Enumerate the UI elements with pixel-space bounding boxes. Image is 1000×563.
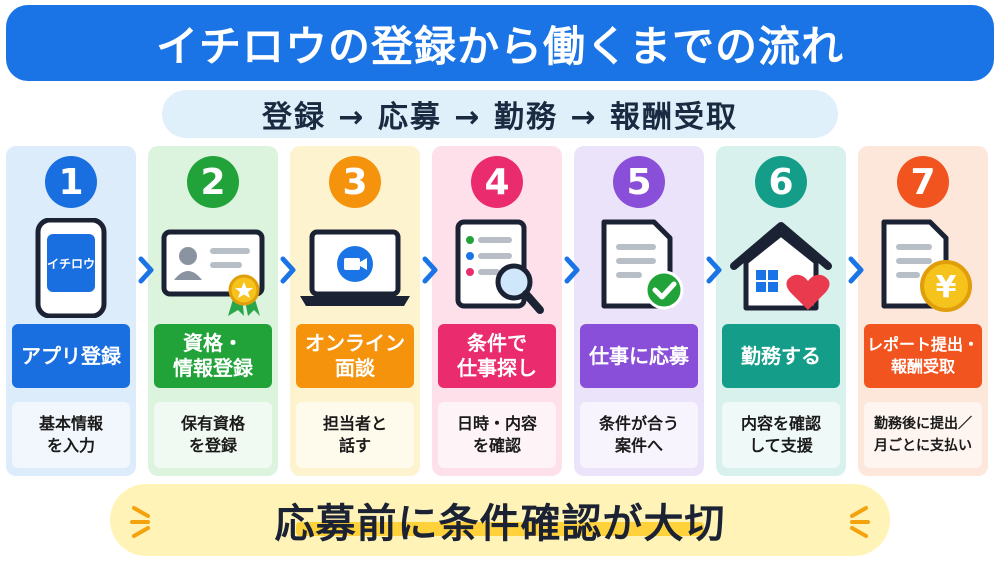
step-number-badge: 3 bbox=[329, 156, 381, 208]
step-label: 仕事に応募 bbox=[580, 324, 698, 388]
step-description: 勤務後に提出／ 月ごとに支払い bbox=[864, 402, 982, 468]
report-yen-icon: ¥ bbox=[858, 218, 988, 318]
step-number-badge: 4 bbox=[471, 156, 523, 208]
step-label: 資格・ 情報登録 bbox=[154, 324, 272, 388]
title-bar: イチロウの登録から働くまでの流れ bbox=[6, 5, 994, 81]
chevron-right-icon bbox=[280, 256, 296, 284]
smartphone-icon: イチロウ bbox=[6, 218, 136, 318]
id-card-award-icon bbox=[148, 218, 278, 318]
step-card-6: 6 勤務する 内容を確認 して支援 bbox=[716, 146, 846, 476]
flow-summary: 登録 → 応募 → 勤務 → 報酬受取 bbox=[162, 90, 838, 138]
step-card-4: 4 条件で 仕事探し 日時・内容 を確認 bbox=[432, 146, 562, 476]
right-sparks-icon bbox=[850, 506, 870, 538]
step-card-3: 3 オンライン 面談 担当者と 話す bbox=[290, 146, 420, 476]
step-number-badge: 2 bbox=[187, 156, 239, 208]
banner-message: 応募前に条件確認が大切 bbox=[274, 501, 726, 547]
step-description: 条件が合う 案件へ bbox=[580, 402, 698, 468]
step-label: レポート提出・ 報酬受取 bbox=[864, 324, 982, 388]
step-description: 内容を確認 して支援 bbox=[722, 402, 840, 468]
step-card-2: 2 資格・ 情報登録 保有資格 を登録 bbox=[148, 146, 278, 476]
step-description: 担当者と 話す bbox=[296, 402, 414, 468]
house-heart-icon bbox=[716, 218, 846, 318]
step-card-5: 5 仕事に応募 条件が合う 案件へ bbox=[574, 146, 704, 476]
chevron-right-icon bbox=[564, 256, 580, 284]
step-label: オンライン 面談 bbox=[296, 324, 414, 388]
step-label: 条件で 仕事探し bbox=[438, 324, 556, 388]
chevron-right-icon bbox=[706, 256, 722, 284]
chevron-right-icon bbox=[848, 256, 864, 284]
left-sparks-icon bbox=[130, 506, 150, 538]
list-search-icon bbox=[432, 218, 562, 318]
step-number-badge: 5 bbox=[613, 156, 665, 208]
laptop-video-icon bbox=[290, 218, 420, 318]
page-title: イチロウの登録から働くまでの流れ bbox=[155, 21, 844, 71]
chevron-right-icon bbox=[138, 256, 154, 284]
svg-text:¥: ¥ bbox=[936, 270, 957, 305]
step-card-1: 1 イチロウ アプリ登録 基本情報 を入力 bbox=[6, 146, 136, 476]
step-description: 日時・内容 を確認 bbox=[438, 402, 556, 468]
step-label: アプリ登録 bbox=[12, 324, 130, 388]
step-card-7: 7 ¥ レポート提出・ 報酬受取 勤務後に提出／ 月ごとに支払い bbox=[858, 146, 988, 476]
step-number-badge: 6 bbox=[755, 156, 807, 208]
step-label: 勤務する bbox=[722, 324, 840, 388]
step-description: 保有資格 を登録 bbox=[154, 402, 272, 468]
app-name-text: イチロウ bbox=[47, 257, 95, 271]
bottom-banner: 応募前に条件確認が大切 bbox=[110, 484, 890, 556]
step-number-badge: 7 bbox=[897, 156, 949, 208]
highlight-underline bbox=[296, 522, 704, 536]
document-check-icon bbox=[574, 218, 704, 318]
step-number-badge: 1 bbox=[45, 156, 97, 208]
chevron-right-icon bbox=[422, 256, 438, 284]
step-description: 基本情報 を入力 bbox=[12, 402, 130, 468]
